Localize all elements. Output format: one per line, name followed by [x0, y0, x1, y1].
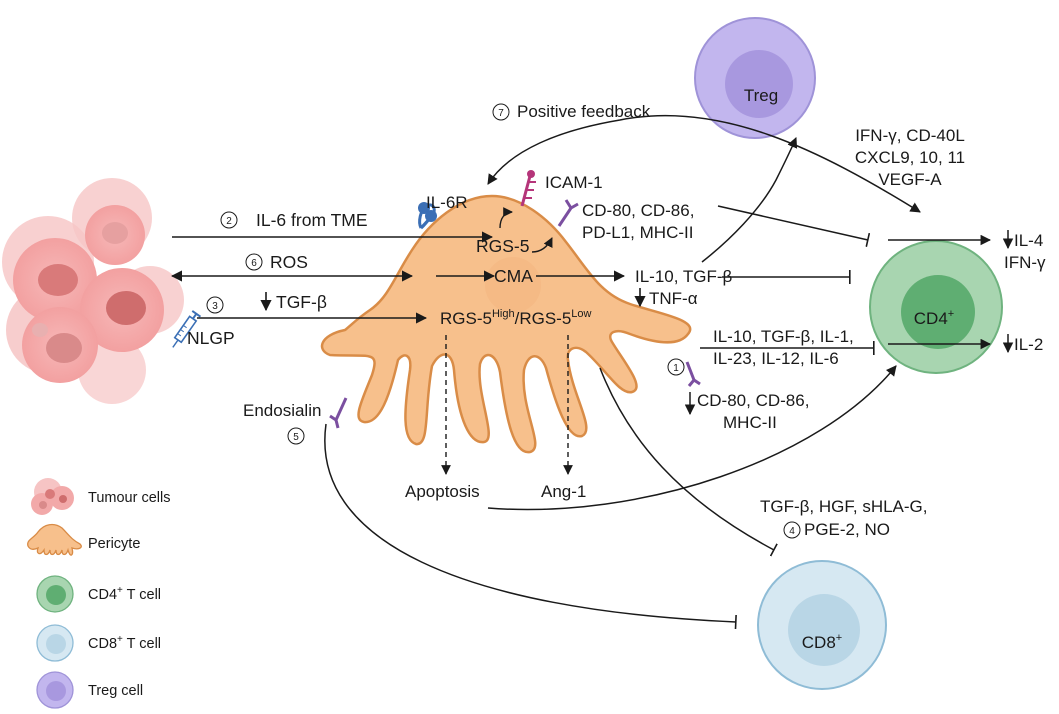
down-costim-label-2: MHC-II [723, 413, 777, 432]
svg-text:6: 6 [251, 258, 257, 269]
icam1-label: ICAM-1 [545, 173, 603, 192]
cd4-input-label-2: CXCL9, 10, 11 [855, 148, 965, 167]
rgs5-costim-arrow [531, 237, 553, 253]
legend-pericyte-label: Pericyte [88, 536, 140, 552]
ifng-label: IFN-γ [1004, 253, 1046, 272]
legend-cd8: CD8+ T cell [36, 624, 161, 662]
svg-text:CD4+: CD4+ [914, 308, 954, 328]
cd4-cell: CD4+ [869, 240, 1003, 374]
endosialin-label: Endosialin [243, 401, 321, 420]
tgfb-label: TGF-β [276, 292, 327, 312]
badge-7: 7 [492, 103, 510, 121]
svg-text:7: 7 [498, 108, 504, 119]
ros-label: ROS [270, 252, 308, 272]
il6r-receptor [418, 202, 437, 230]
cd8-inhibit-line [599, 367, 778, 557]
syringe-icon [172, 310, 202, 348]
treg-label: Treg [744, 86, 778, 105]
svg-text:4: 4 [789, 526, 795, 537]
cytokines-label-2: IL-23, IL-12, IL-6 [713, 349, 839, 368]
costim-inhibit-line [717, 205, 871, 247]
legend-treg-label: Treg cell [88, 683, 143, 699]
svg-text:CD8+ T cell: CD8+ T cell [88, 634, 161, 652]
apoptosis-cd4-arrow [487, 365, 897, 511]
badge-5: 5 [287, 427, 305, 445]
positive-feedback-label: Positive feedback [517, 102, 651, 121]
costim-receptor [557, 199, 579, 227]
legend-pericyte: Pericyte [27, 523, 140, 556]
cd4-input-label-3: VEGF-A [878, 170, 942, 189]
cd8-cell: CD8+ [757, 560, 887, 690]
legend-treg: Treg cell [36, 671, 143, 709]
ang1-label: Ang-1 [541, 482, 586, 501]
tnfa-label: TNF-α [649, 289, 698, 308]
il4-label: IL-4 [1014, 231, 1043, 250]
legend-cd8-label: CD8 [88, 636, 117, 652]
pericyte-cell [320, 194, 692, 454]
legend-tumour: Tumour cells [31, 478, 170, 515]
positive-feedback-arrow [487, 114, 921, 213]
rgs5-low-label: /RGS-5 [515, 309, 572, 328]
cytokines-label-1: IL-10, TGF-β, IL-1, [713, 327, 854, 346]
endosialin-inhibit-line [324, 423, 737, 630]
cd8-label: CD8 [802, 633, 836, 652]
treg-cell: Treg [694, 17, 816, 139]
costim-label-1: CD-80, CD-86, [582, 201, 694, 220]
badge-6: 6 [245, 253, 263, 271]
p4-label-1: TGF-β, HGF, sHLA-G, [760, 497, 928, 516]
badge-1: 1 [667, 358, 685, 376]
svg-text:2: 2 [226, 216, 232, 227]
rgs5-low-sup: Low [571, 308, 591, 320]
legend-cd4-label: CD4 [88, 587, 117, 603]
nlgp-label: NLGP [187, 328, 235, 348]
p4-label-2: PGE-2, NO [804, 520, 890, 539]
svg-text:CD8+: CD8+ [802, 632, 842, 652]
receptor-right-lower [685, 361, 701, 387]
legend: Tumour cells Pericyte CD4+ T cell CD8+ T… [27, 478, 170, 709]
costim-label-2: PD-L1, MHC-II [582, 223, 693, 242]
icam1-receptor [520, 170, 536, 207]
endosialin-receptor [329, 397, 348, 429]
rgs5-high-label: RGS-5 [440, 309, 492, 328]
legend-cd4: CD4+ T cell [36, 575, 161, 613]
treg-arrow [701, 137, 798, 263]
badge-2: 2 [220, 211, 238, 229]
legend-tumour-label: Tumour cells [88, 490, 170, 506]
down-costim-label-1: CD-80, CD-86, [697, 391, 809, 410]
cd8-sup: + [836, 632, 842, 644]
rgs5-label: RGS-5 [476, 236, 529, 256]
cma-label: CMA [494, 266, 533, 286]
svg-text:1: 1 [673, 363, 679, 374]
rgs5-high-sup: High [492, 308, 515, 320]
cd4-label: CD4 [914, 309, 948, 328]
apoptosis-label: Apoptosis [405, 482, 480, 501]
svg-text:3: 3 [212, 301, 218, 312]
il2-label: IL-2 [1014, 335, 1043, 354]
cd4-sup: + [948, 308, 954, 320]
tumour-cluster [2, 178, 184, 404]
il10-tgfb-label: IL-10, TGF-β [635, 267, 733, 286]
il6r-label: IL-6R [426, 193, 468, 212]
svg-text:CD4+ T cell: CD4+ T cell [88, 585, 161, 603]
badge-3: 3 [206, 296, 224, 314]
badge-4: 4 [783, 521, 801, 539]
cd4-input-label-1: IFN-γ, CD-40L [855, 126, 965, 145]
il6-tme-label: IL-6 from TME [256, 210, 368, 230]
svg-text:5: 5 [293, 432, 299, 443]
svg-text:RGS-5High/RGS-5Low: RGS-5High/RGS-5Low [440, 308, 592, 328]
